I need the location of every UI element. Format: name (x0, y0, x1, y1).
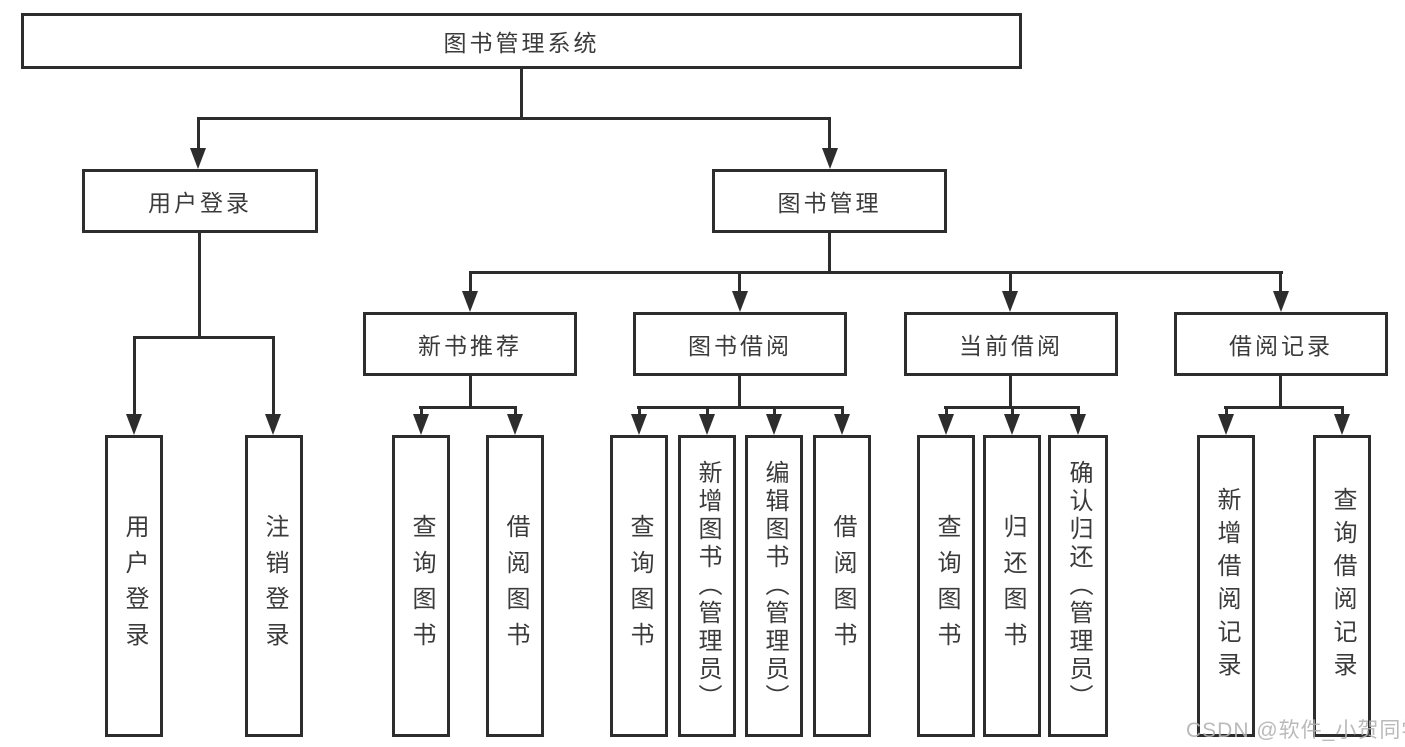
node-book-borrowing: 图书借阅 (633, 312, 847, 376)
arrowhead-book-management (822, 148, 838, 169)
connector-book-management-stub (828, 233, 831, 273)
connector-leaf-arm (638, 406, 641, 418)
arrowhead-login-leaf (126, 414, 142, 435)
connector-arm-book-borrow (738, 271, 741, 294)
connector-user-login-split (133, 336, 275, 339)
arrowhead-book-borrow (732, 291, 748, 312)
leaf-confirm-return-admin: 确认归还（管理员） (1048, 435, 1108, 737)
connector-arm-login-leaf (133, 336, 136, 416)
leaf-label: 编辑图书（管理员） (761, 460, 788, 712)
leaf-label: 借阅图书 (502, 514, 529, 658)
arrowhead-leaf (507, 414, 523, 435)
connector-arm-borrow-records (1279, 271, 1282, 294)
leaf-edit-books-admin: 编辑图书（管理员） (745, 435, 803, 737)
leaf-label: 注销登录 (261, 514, 288, 658)
connector-arm-user-login (197, 117, 200, 151)
node-root: 图书管理系统 (21, 13, 1022, 69)
connector-arm-new-books (469, 271, 472, 294)
connector-leaf-arm (1077, 406, 1080, 418)
leaf-label: 归还图书 (999, 514, 1026, 658)
leaf-label: 新增图书（管理员） (694, 460, 721, 712)
connector-arm-logout-leaf (272, 336, 275, 416)
node-root-label: 图书管理系统 (443, 30, 600, 56)
arrowhead-new-books (462, 291, 478, 312)
node-current-borrowing-label: 当前借阅 (959, 333, 1063, 359)
leaf-logout: 注销登录 (245, 435, 303, 737)
leaf-add-borrow-record: 新增借阅记录 (1197, 435, 1255, 737)
connector-level1-bus (197, 117, 831, 120)
leaf-user-login: 用户登录 (105, 435, 163, 737)
node-book-management: 图书管理 (712, 169, 947, 233)
connector-new-books-split (419, 406, 517, 409)
leaf-add-books-admin: 新增图书（管理员） (678, 435, 736, 737)
leaf-label: 查询图书 (626, 514, 653, 658)
arrowhead-leaf (631, 414, 647, 435)
connector-leaf-arm (706, 406, 709, 418)
node-borrowing-records: 借阅记录 (1174, 312, 1388, 376)
leaf-query-books-1: 查询图书 (392, 435, 450, 737)
leaf-label: 新增借阅记录 (1213, 487, 1240, 685)
csdn-watermark: CSDN @软件_小贺同学 (1186, 719, 1405, 742)
connector-leaf-arm (514, 406, 517, 418)
leaf-label: 用户登录 (121, 514, 148, 658)
connector-book-borrow-stub (738, 376, 741, 408)
node-current-borrowing: 当前借阅 (904, 312, 1118, 376)
arrowhead-borrow-records (1273, 291, 1289, 312)
leaf-label: 查询图书 (933, 514, 960, 658)
node-user-login: 用户登录 (82, 169, 318, 233)
arrowhead-logout-leaf (265, 414, 281, 435)
leaf-return-books: 归还图书 (983, 435, 1041, 737)
leaf-borrow-books-1: 借阅图书 (486, 435, 544, 737)
connector-leaf-arm (420, 406, 423, 418)
connector-borrow-records-split (1224, 406, 1344, 409)
node-user-login-label: 用户登录 (148, 190, 252, 216)
leaf-label: 借阅图书 (829, 514, 856, 658)
arrowhead-leaf (1334, 414, 1350, 435)
leaf-label: 查询借阅记录 (1329, 487, 1356, 685)
arrowhead-leaf (834, 414, 850, 435)
arrowhead-leaf (1218, 414, 1234, 435)
arrowhead-leaf (938, 414, 954, 435)
connector-leaf-arm (1341, 406, 1344, 418)
connector-current-borrow-stub (1009, 376, 1012, 408)
node-borrowing-records-label: 借阅记录 (1229, 333, 1333, 359)
arrowhead-leaf (1004, 414, 1020, 435)
leaf-borrow-books-2: 借阅图书 (813, 435, 871, 737)
connector-root-trunk (520, 69, 523, 118)
leaf-label: 确认归还（管理员） (1065, 460, 1092, 712)
arrowhead-current-borrow (1002, 291, 1018, 312)
connector-leaf-arm (1225, 406, 1228, 418)
connector-leaf-arm (841, 406, 844, 418)
arrowhead-leaf (413, 414, 429, 435)
leaf-query-borrow-record: 查询借阅记录 (1313, 435, 1371, 737)
node-new-book-recommend-label: 新书推荐 (418, 333, 522, 359)
arrowhead-leaf (1070, 414, 1086, 435)
node-new-book-recommend: 新书推荐 (363, 312, 577, 376)
arrowhead-user-login (190, 148, 206, 169)
arrowhead-leaf (766, 414, 782, 435)
connector-book-borrow-split (637, 406, 844, 409)
node-book-borrowing-label: 图书借阅 (688, 333, 792, 359)
arrowhead-leaf (699, 414, 715, 435)
connector-user-login-stub (198, 233, 201, 337)
connector-arm-book-management (828, 117, 831, 151)
connector-leaf-arm (945, 406, 948, 418)
node-book-management-label: 图书管理 (777, 190, 882, 216)
connector-leaf-arm (773, 406, 776, 418)
connector-arm-current-borrow (1009, 271, 1012, 294)
connector-level2-bus (469, 271, 1283, 274)
connector-leaf-arm (1011, 406, 1014, 418)
leaf-label: 查询图书 (408, 514, 435, 658)
leaf-query-books-3: 查询图书 (917, 435, 975, 737)
connector-new-books-stub (469, 376, 472, 408)
leaf-query-books-2: 查询图书 (610, 435, 668, 737)
connector-borrow-records-stub (1279, 376, 1282, 408)
